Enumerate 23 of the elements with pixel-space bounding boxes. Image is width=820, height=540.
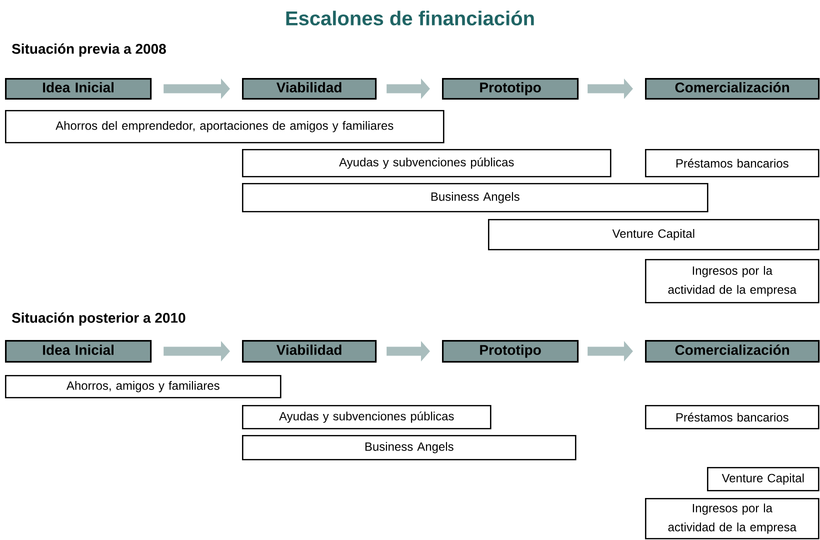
funding-bar: Ahorros del emprendedor, aportaciones de amigos y familiares — [5, 110, 444, 144]
stage-box: Viabilidad — [242, 340, 377, 363]
funding-bar: Venture Capital — [707, 467, 820, 492]
section-heading: Situación posterior a 2010 — [12, 312, 186, 326]
funding-bar: Ayudas y subvenciones públicas — [242, 405, 492, 430]
funding-bar: Préstamos bancarios — [645, 149, 820, 178]
funding-bar: Ingresos por la actividad de la empresa — [645, 259, 820, 304]
funding-bar: Ayudas y subvenciones públicas — [242, 149, 612, 178]
stage-box: Prototipo — [442, 78, 579, 100]
stage-box: Prototipo — [442, 340, 579, 363]
title: Escalones de financiación — [286, 10, 534, 26]
funding-bar: Ingresos por la actividad de la empresa — [645, 498, 820, 540]
stage-box: Comercialización — [645, 340, 820, 363]
section-heading: Situación previa a 2008 — [12, 43, 166, 57]
stage-box: Comercialización — [645, 78, 820, 100]
stage-box: Viabilidad — [242, 78, 377, 100]
funding-bar: Ahorros, amigos y familiares — [5, 375, 282, 398]
funding-bar: Venture Capital — [488, 219, 820, 250]
funding-bar: Business Angels — [242, 183, 708, 212]
stage-box: Idea Inicial — [5, 340, 152, 363]
funding-bar: Business Angels — [242, 435, 576, 460]
funding-bar: Préstamos bancarios — [645, 405, 820, 430]
stage-box: Idea Inicial — [5, 78, 152, 100]
